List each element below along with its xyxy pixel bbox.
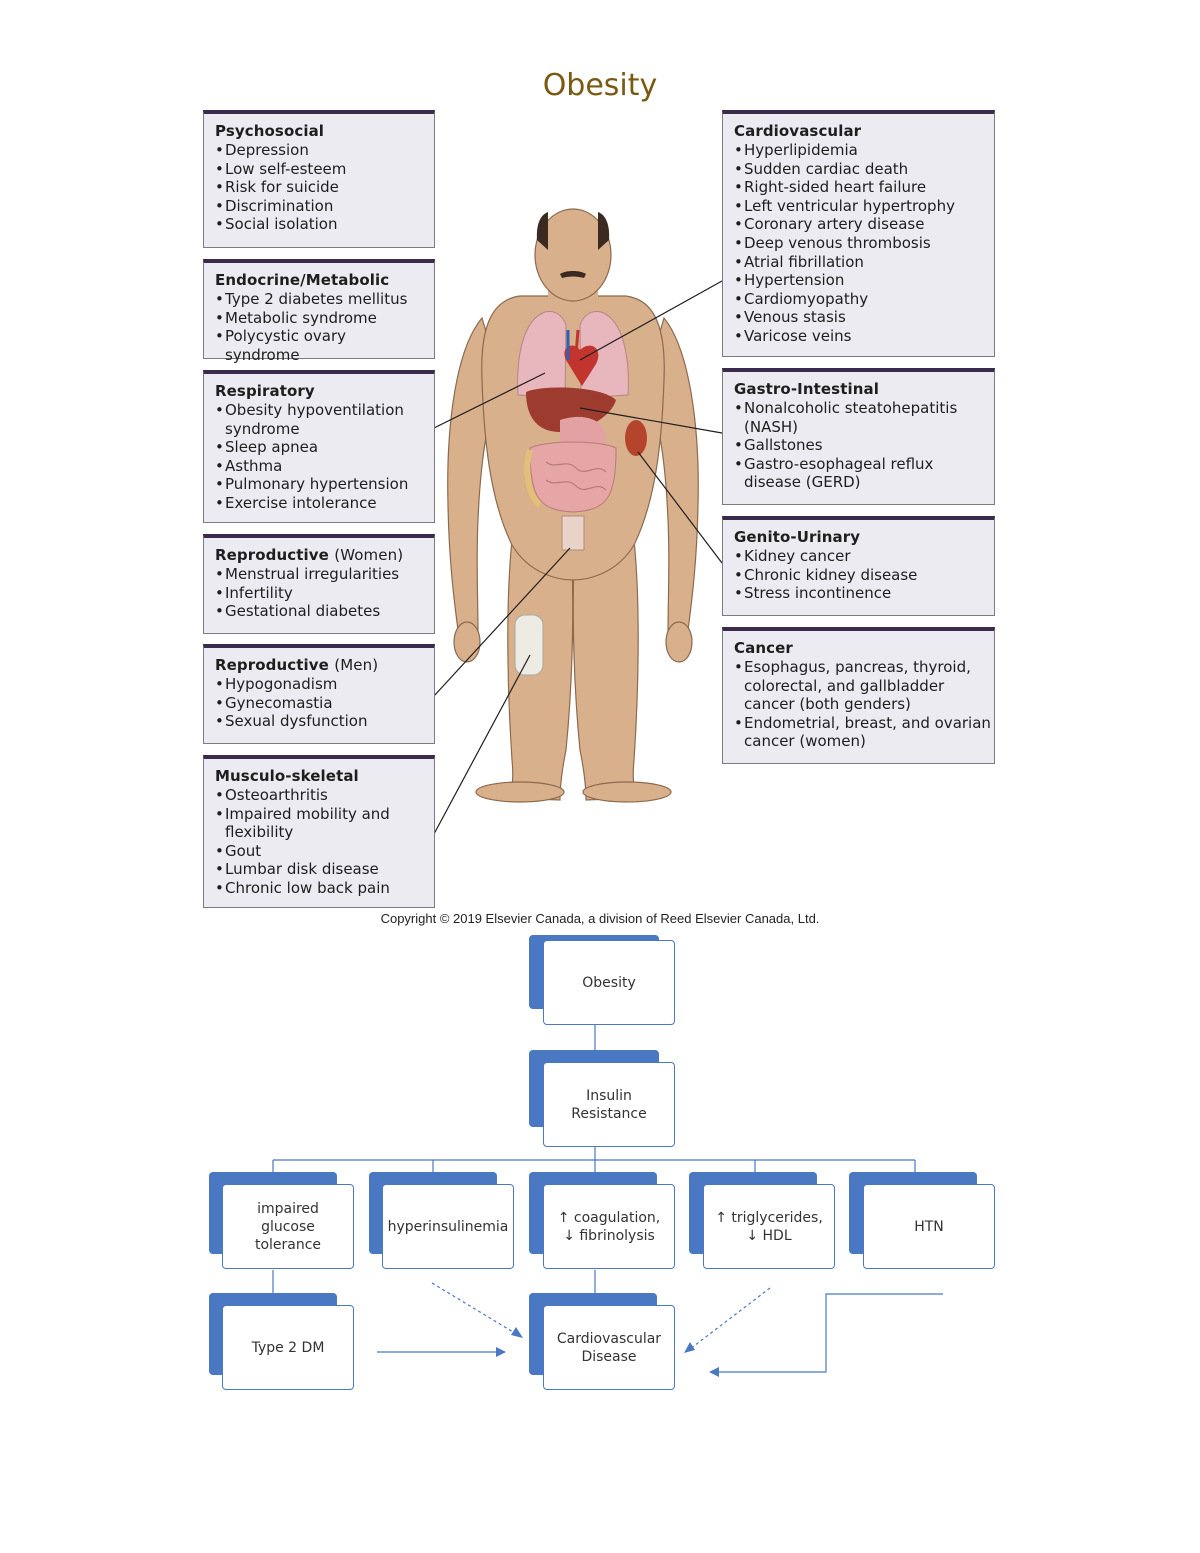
musculoskeletal-title: Musculo-skeletal bbox=[215, 767, 359, 785]
list-item: Cardiomyopathy bbox=[734, 290, 984, 309]
connector-lines bbox=[433, 280, 723, 835]
reproductive-women-title-suffix: (Women) bbox=[334, 546, 404, 564]
psychosocial-box: Psychosocial Depression Low self-esteem … bbox=[203, 110, 435, 248]
list-item: Discrimination bbox=[215, 197, 424, 216]
flow-node-insulin-resistance: Insulin Resistance bbox=[543, 1062, 675, 1147]
copyright-text: Copyright © 2019 Elsevier Canada, a divi… bbox=[380, 911, 820, 926]
list-item: Stress incontinence bbox=[734, 584, 984, 603]
list-item: Coronary artery disease bbox=[734, 215, 984, 234]
list-item: Gestational diabetes bbox=[215, 602, 424, 621]
list-item: Gallstones bbox=[734, 436, 984, 455]
genitourinary-title: Genito-Urinary bbox=[734, 528, 861, 546]
genitourinary-box: Genito-Urinary Kidney cancer Chronic kid… bbox=[722, 516, 995, 616]
list-item: Impaired mobility and flexibility bbox=[215, 805, 405, 842]
list-item: Sexual dysfunction bbox=[215, 712, 424, 731]
list-item: Exercise intolerance bbox=[215, 494, 424, 513]
reproductive-women-title: Reproductive (Women) bbox=[215, 546, 424, 564]
list-item: Gout bbox=[215, 842, 424, 861]
list-item: Risk for suicide bbox=[215, 178, 424, 197]
reproductive-women-title-main: Reproductive bbox=[215, 546, 329, 564]
cardiovascular-list: Hyperlipidemia Sudden cardiac death Righ… bbox=[734, 141, 984, 346]
list-item: Esophagus, pancreas, thyroid, colorectal… bbox=[734, 658, 984, 714]
list-item: Type 2 diabetes mellitus bbox=[215, 290, 424, 309]
list-item: Polycystic ovary syndrome bbox=[215, 327, 424, 364]
gastrointestinal-box: Gastro-Intestinal Nonalcoholic steatohep… bbox=[722, 368, 995, 505]
respiratory-box: Respiratory Obesity hypoventilation synd… bbox=[203, 370, 435, 523]
list-item: Asthma bbox=[215, 457, 424, 476]
list-item: Sudden cardiac death bbox=[734, 160, 984, 179]
flow-node-coagulation: ↑ coagulation, ↓ fibrinolysis bbox=[543, 1184, 675, 1269]
flow-node-type2-dm: Type 2 DM bbox=[222, 1305, 354, 1390]
list-item: Menstrual irregularities bbox=[215, 565, 424, 584]
list-item: Chronic kidney disease bbox=[734, 566, 984, 585]
reproductive-men-list: Hypogonadism Gynecomastia Sexual dysfunc… bbox=[215, 675, 424, 731]
endocrine-box: Endocrine/Metabolic Type 2 diabetes mell… bbox=[203, 259, 435, 364]
reproductive-women-box: Reproductive (Women) Menstrual irregular… bbox=[203, 534, 435, 634]
flow-arrowheads bbox=[496, 1327, 719, 1377]
list-item: Infertility bbox=[215, 584, 424, 603]
respiratory-list: Obesity hypoventilation syndrome Sleep a… bbox=[215, 401, 424, 513]
list-item: Hypogonadism bbox=[215, 675, 424, 694]
gastrointestinal-list: Nonalcoholic steatohepatitis (NASH) Gall… bbox=[734, 399, 984, 492]
cancer-box: Cancer Esophagus, pancreas, thyroid, col… bbox=[722, 627, 995, 764]
reproductive-men-title-suffix: (Men) bbox=[334, 656, 379, 674]
reproductive-men-box: Reproductive (Men) Hypogonadism Gynecoma… bbox=[203, 644, 435, 744]
list-item: Pulmonary hypertension bbox=[215, 475, 424, 494]
flow-node-impaired-glucose: impaired glucose tolerance bbox=[222, 1184, 354, 1269]
cardiovascular-box: Cardiovascular Hyperlipidemia Sudden car… bbox=[722, 110, 995, 357]
human-figure bbox=[447, 208, 699, 803]
psychosocial-list: Depression Low self-esteem Risk for suic… bbox=[215, 141, 424, 234]
flow-node-htn: HTN bbox=[863, 1184, 995, 1269]
gastrointestinal-title: Gastro-Intestinal bbox=[734, 380, 879, 398]
list-item: Hypertension bbox=[734, 271, 984, 290]
genitourinary-list: Kidney cancer Chronic kidney disease Str… bbox=[734, 547, 984, 603]
list-item: Right-sided heart failure bbox=[734, 178, 984, 197]
respiratory-title: Respiratory bbox=[215, 382, 315, 400]
list-item: Gastro-esophageal reflux disease (GERD) bbox=[734, 455, 994, 492]
list-item: Metabolic syndrome bbox=[215, 309, 424, 328]
list-item: Low self-esteem bbox=[215, 160, 424, 179]
list-item: Obesity hypoventilation syndrome bbox=[215, 401, 405, 438]
list-item: Venous stasis bbox=[734, 308, 984, 327]
musculoskeletal-list: Osteoarthritis Impaired mobility and fle… bbox=[215, 786, 424, 898]
list-item: Lumbar disk disease bbox=[215, 860, 424, 879]
list-item: Varicose veins bbox=[734, 327, 984, 346]
psychosocial-title: Psychosocial bbox=[215, 122, 325, 140]
cardiovascular-title: Cardiovascular bbox=[734, 122, 862, 140]
flow-node-cardiovascular-disease: Cardiovascular Disease bbox=[543, 1305, 675, 1390]
list-item: Depression bbox=[215, 141, 424, 160]
list-item: Hyperlipidemia bbox=[734, 141, 984, 160]
list-item: Endometrial, breast, and ovarian cancer … bbox=[734, 714, 994, 751]
list-item: Left ventricular hypertrophy bbox=[734, 197, 984, 216]
list-item: Atrial fibrillation bbox=[734, 253, 984, 272]
flow-node-obesity: Obesity bbox=[543, 940, 675, 1025]
cancer-list: Esophagus, pancreas, thyroid, colorectal… bbox=[734, 658, 991, 751]
reproductive-men-title: Reproductive (Men) bbox=[215, 656, 424, 674]
page-title: Obesity bbox=[542, 68, 658, 103]
list-item: Nonalcoholic steatohepatitis (NASH) bbox=[734, 399, 974, 436]
endocrine-title: Endocrine/Metabolic bbox=[215, 271, 390, 289]
reproductive-women-list: Menstrual irregularities Infertility Ges… bbox=[215, 565, 424, 621]
list-item: Sleep apnea bbox=[215, 438, 424, 457]
endocrine-list: Type 2 diabetes mellitus Metabolic syndr… bbox=[215, 290, 424, 364]
cancer-title: Cancer bbox=[734, 639, 793, 657]
flow-node-triglycerides: ↑ triglycerides, ↓ HDL bbox=[703, 1184, 835, 1269]
musculoskeletal-box: Musculo-skeletal Osteoarthritis Impaired… bbox=[203, 755, 435, 908]
flow-node-hyperinsulinemia: hyperinsulinemia bbox=[382, 1184, 514, 1269]
list-item: Social isolation bbox=[215, 215, 424, 234]
list-item: Osteoarthritis bbox=[215, 786, 424, 805]
list-item: Deep venous thrombosis bbox=[734, 234, 984, 253]
list-item: Kidney cancer bbox=[734, 547, 984, 566]
list-item: Chronic low back pain bbox=[215, 879, 424, 898]
list-item: Gynecomastia bbox=[215, 694, 424, 713]
reproductive-men-title-main: Reproductive bbox=[215, 656, 329, 674]
